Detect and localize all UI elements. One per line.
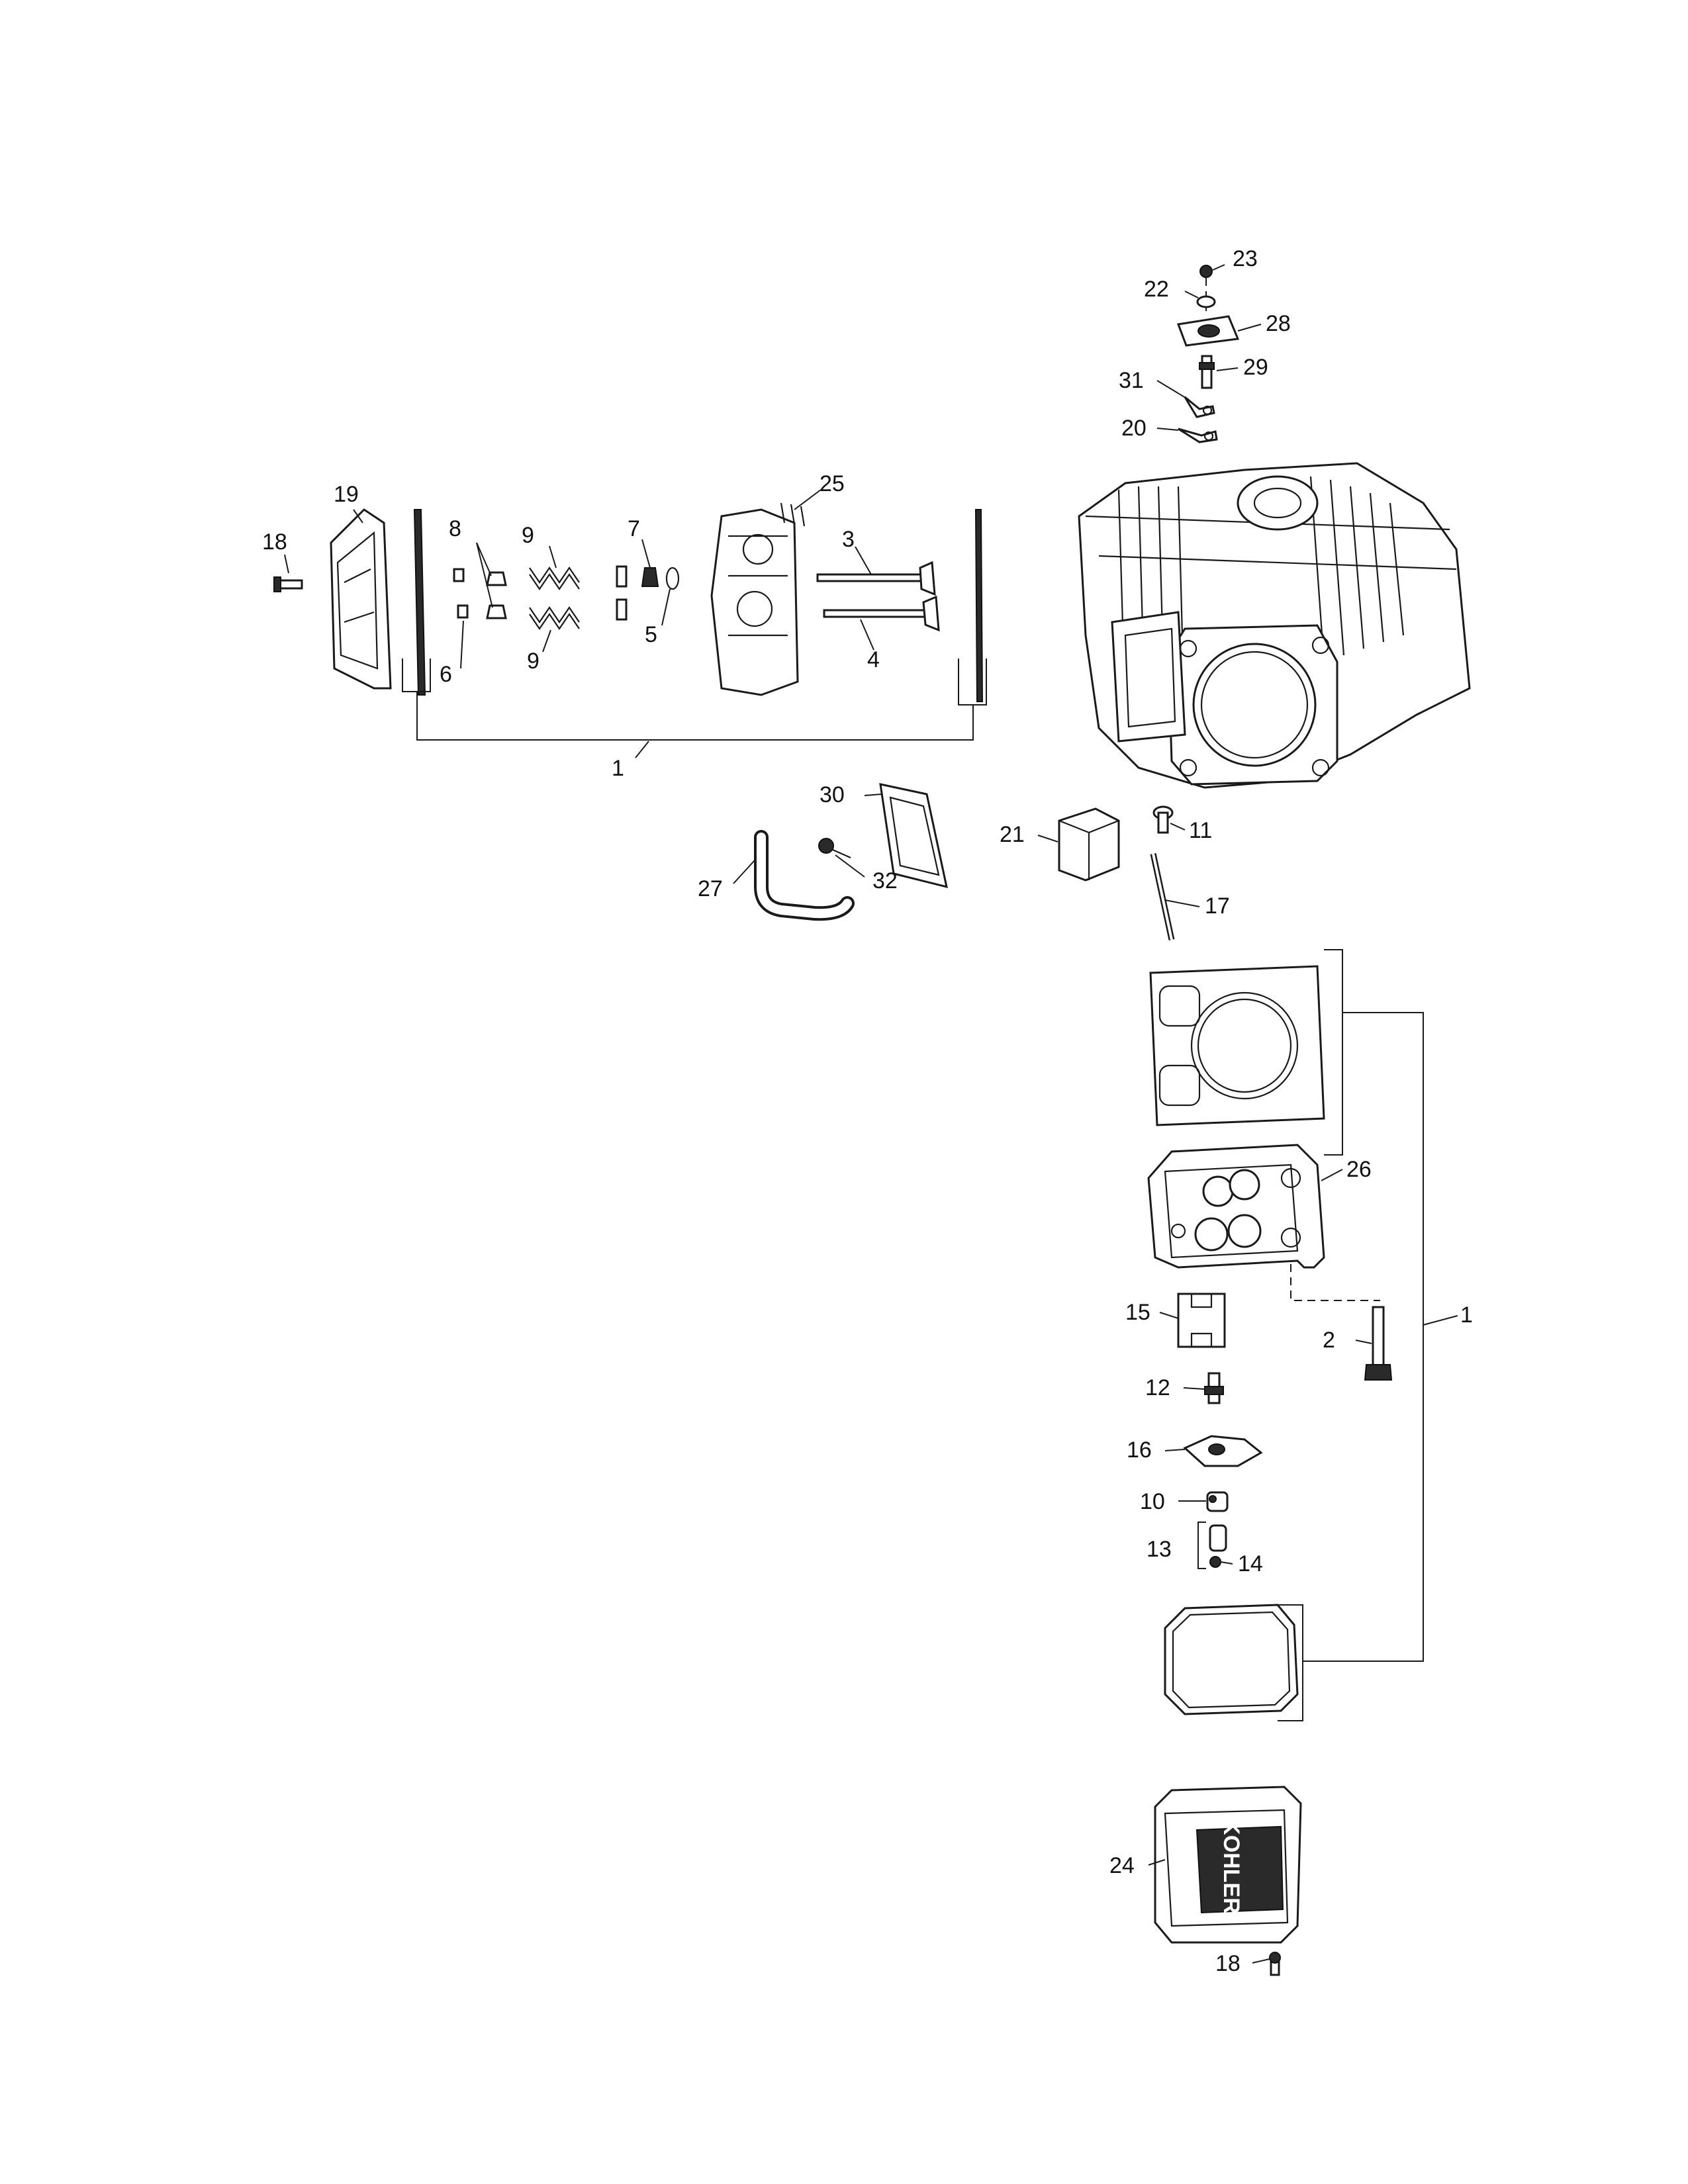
- part-22-washer: [1196, 295, 1216, 308]
- bracket-13: [1197, 1522, 1206, 1569]
- part-21-block: [1058, 807, 1120, 882]
- part-11-lifter: [1152, 805, 1174, 834]
- part-31-terminal: [1184, 396, 1215, 418]
- part-12-rocker-stud: [1204, 1372, 1224, 1404]
- valve-cover-gasket: [1164, 1604, 1299, 1715]
- part-16-rocker-arm: [1183, 1435, 1263, 1467]
- gasket-upper-left: [413, 509, 426, 696]
- callout-30: 30: [820, 782, 845, 807]
- kit-1-lower-bracket: [1303, 1012, 1424, 1662]
- part-26-cylinder-head-lower: [1147, 1144, 1325, 1269]
- callout-9-upper: 9: [522, 523, 534, 548]
- leader-lines: [284, 264, 1458, 1964]
- part-18-screw-upper: [273, 576, 303, 592]
- callout-32: 32: [872, 868, 898, 893]
- callout-11: 11: [1189, 818, 1212, 843]
- part-28-bracket: [1176, 315, 1240, 347]
- callout-22: 22: [1144, 277, 1169, 302]
- part-10-pivot: [1206, 1491, 1229, 1512]
- part-spring-retainer: [616, 565, 628, 621]
- callout-1-lower: 1: [1460, 1302, 1473, 1328]
- callout-18-upper: 18: [262, 529, 287, 555]
- part-23-nut: [1199, 265, 1213, 278]
- callout-1-upper: 1: [612, 756, 624, 781]
- kit-1-upper-bracket: [416, 692, 974, 741]
- callout-17: 17: [1205, 893, 1230, 919]
- part-8-valve-stem-seal: [486, 571, 507, 619]
- part-7-rotator: [641, 567, 659, 587]
- callout-20: 20: [1121, 416, 1147, 441]
- crankcase-block: [1078, 462, 1471, 789]
- part-15-guide-plate: [1177, 1293, 1226, 1348]
- callout-28: 28: [1266, 311, 1291, 336]
- callout-13: 13: [1147, 1537, 1172, 1562]
- part-14-nut: [1209, 1556, 1221, 1568]
- callout-6: 6: [440, 662, 452, 687]
- kohler-logo-text: KOHLER: [1219, 1819, 1244, 1914]
- part-19-valve-cover: [330, 508, 392, 690]
- assembly-line-head-bolt: [1290, 1264, 1380, 1301]
- part-4-exhaust-valve: [823, 595, 940, 632]
- callout-21: 21: [1000, 822, 1025, 847]
- callout-14: 14: [1238, 1551, 1263, 1576]
- part-20-terminal: [1178, 428, 1218, 443]
- callout-16: 16: [1127, 1437, 1152, 1463]
- part-3-intake-valve: [816, 561, 936, 596]
- callout-3: 3: [842, 527, 855, 552]
- callout-27: 27: [698, 876, 723, 901]
- part-30-breather-gasket: [879, 783, 948, 889]
- callout-19: 19: [334, 482, 359, 507]
- bracket-head-gasket: [1324, 949, 1343, 1156]
- part-5-clip: [665, 567, 680, 590]
- callout-7: 7: [628, 516, 640, 541]
- gasket-upper-right: [974, 509, 984, 702]
- part-18-screw-lower: [1269, 1952, 1281, 1976]
- part-13-adjuster: [1209, 1524, 1227, 1552]
- callout-29: 29: [1243, 355, 1268, 380]
- part-29-stud: [1199, 355, 1215, 389]
- callout-9-lower: 9: [527, 649, 539, 674]
- callout-24: 24: [1109, 1853, 1135, 1878]
- callout-12: 12: [1145, 1375, 1170, 1400]
- part-2-head-bolt: [1364, 1306, 1393, 1381]
- head-gasket: [1149, 965, 1325, 1126]
- callout-2: 2: [1323, 1328, 1335, 1353]
- callout-18-lower: 18: [1215, 1951, 1241, 1976]
- callout-31: 31: [1119, 368, 1144, 393]
- part-6-valve-keeper: [453, 568, 469, 619]
- bracket-valve-cover-gasket: [1278, 1604, 1303, 1721]
- kit-bracket-left: [402, 659, 431, 692]
- callout-5: 5: [645, 622, 657, 647]
- callout-26: 26: [1346, 1157, 1372, 1182]
- callout-23: 23: [1233, 246, 1258, 271]
- callout-4: 4: [867, 647, 880, 672]
- part-9-valve-spring: [529, 567, 580, 630]
- callout-25: 25: [820, 471, 845, 496]
- part-24-valve-cover: KOHLER: [1154, 1786, 1302, 1944]
- part-25-cylinder-head: [710, 502, 806, 696]
- part-27-breather-hose: [754, 830, 855, 921]
- part-17-push-rod: [1150, 853, 1175, 940]
- callout-labels: 23 22 28 29 31 20 19 18 8 9 9 6 7 5 25 3…: [262, 246, 1473, 1976]
- callout-8: 8: [449, 516, 461, 541]
- part-32-screw: [818, 838, 851, 859]
- callout-15: 15: [1125, 1300, 1150, 1325]
- callout-10: 10: [1140, 1489, 1165, 1514]
